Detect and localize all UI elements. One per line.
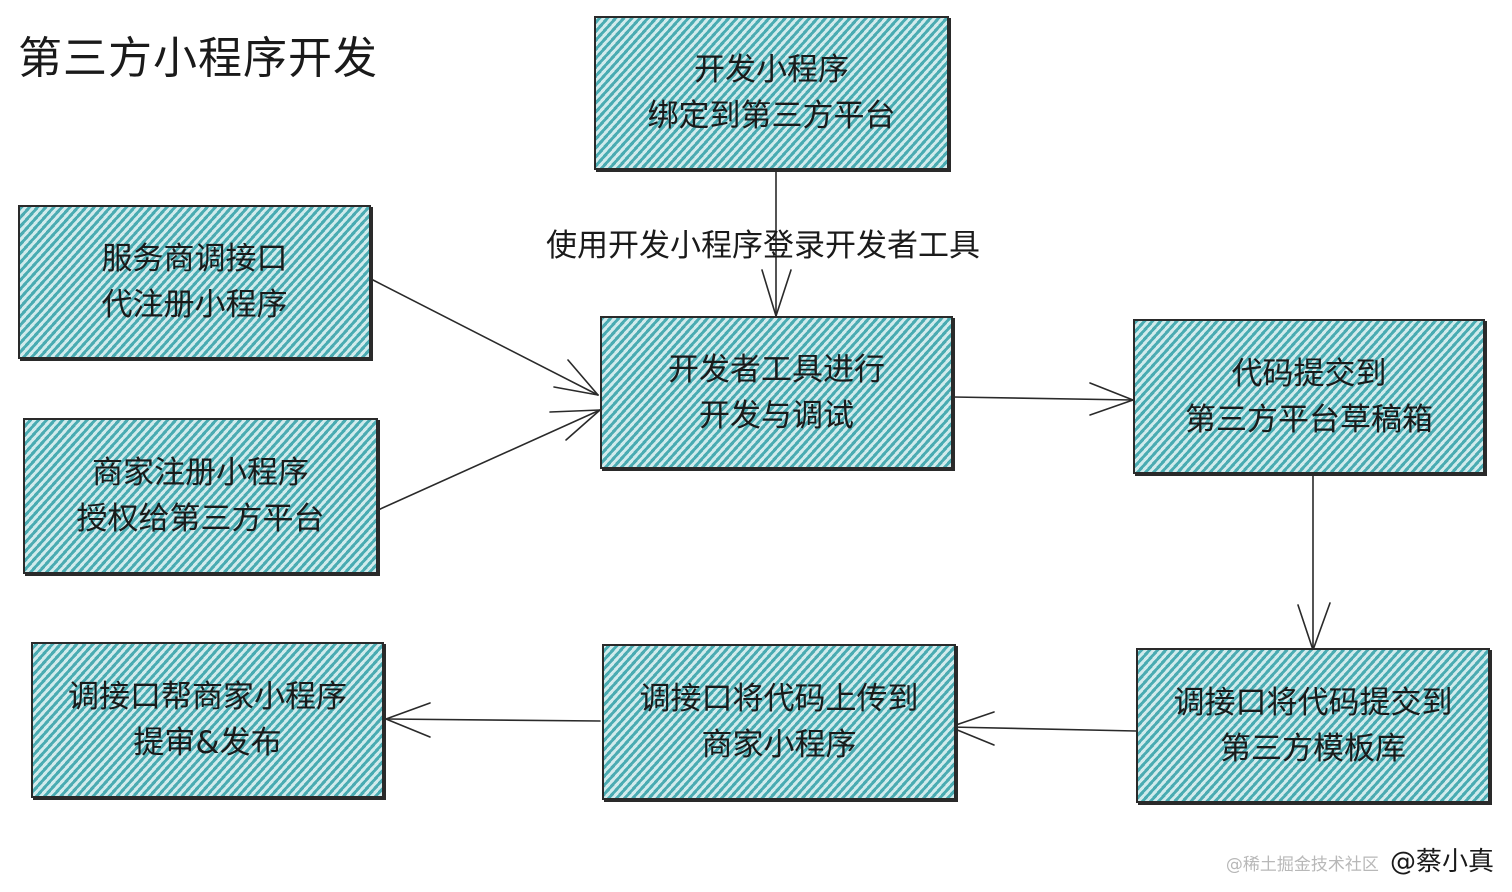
node-line: 商家小程序 (701, 727, 857, 763)
node-line: 开发小程序 (694, 52, 849, 88)
node-line: 第三方平台草稿箱 (1185, 401, 1433, 438)
node-line: 代注册小程序 (101, 287, 288, 323)
arrow-merchant-register-to-devtools (377, 409, 601, 511)
watermark: @稀土掘金技术社区 (1225, 855, 1379, 875)
author-credit: @蔡小真 (1389, 847, 1494, 877)
node-line: 提审&发布 (133, 725, 282, 761)
node-line: 调接口帮商家小程序 (68, 679, 347, 715)
node-submit-draft: 代码提交到 第三方平台草稿箱 (1133, 319, 1485, 474)
node-line: 调接口将代码上传到 (639, 681, 919, 717)
node-line: 开发与调试 (699, 397, 854, 434)
node-template-library: 调接口将代码提交到 第三方模板库 (1136, 648, 1490, 803)
node-review-release: 调接口帮商家小程序 提审&发布 (31, 642, 384, 798)
arrow-service-api-to-devtools (372, 279, 599, 396)
page-title: 第三方小程序开发 (18, 33, 378, 84)
node-line: 代码提交到 (1231, 355, 1387, 392)
arrow-devtools-to-submit-draft (952, 382, 1134, 416)
credit: @稀土掘金技术社区 @蔡小真 (1226, 841, 1494, 878)
arrow-upload-to-release (385, 702, 601, 738)
node-line: 商家注册小程序 (92, 455, 309, 491)
node-service-api-register: 服务商调接口 代注册小程序 (18, 205, 371, 359)
node-merchant-register: 商家注册小程序 授权给第三方平台 (23, 418, 378, 574)
node-line: 服务商调接口 (101, 241, 288, 277)
node-devtools-debug: 开发者工具进行 开发与调试 (600, 316, 953, 469)
node-line: 开发者工具进行 (668, 351, 885, 388)
node-line: 调接口将代码提交到 (1173, 684, 1453, 721)
node-line: 授权给第三方平台 (76, 501, 325, 537)
edge-label-login-devtools: 使用开发小程序登录开发者工具 (546, 228, 980, 264)
arrow-submit-draft-to-template (1297, 473, 1331, 651)
node-bind-to-platform: 开发小程序 绑定到第三方平台 (594, 16, 949, 170)
node-upload-merchant: 调接口将代码上传到 商家小程序 (602, 644, 956, 800)
arrow-template-to-upload (949, 711, 1137, 746)
arrow-bind-to-devtools (761, 169, 792, 317)
node-line: 第三方模板库 (1220, 730, 1406, 767)
node-line: 绑定到第三方平台 (647, 98, 896, 134)
